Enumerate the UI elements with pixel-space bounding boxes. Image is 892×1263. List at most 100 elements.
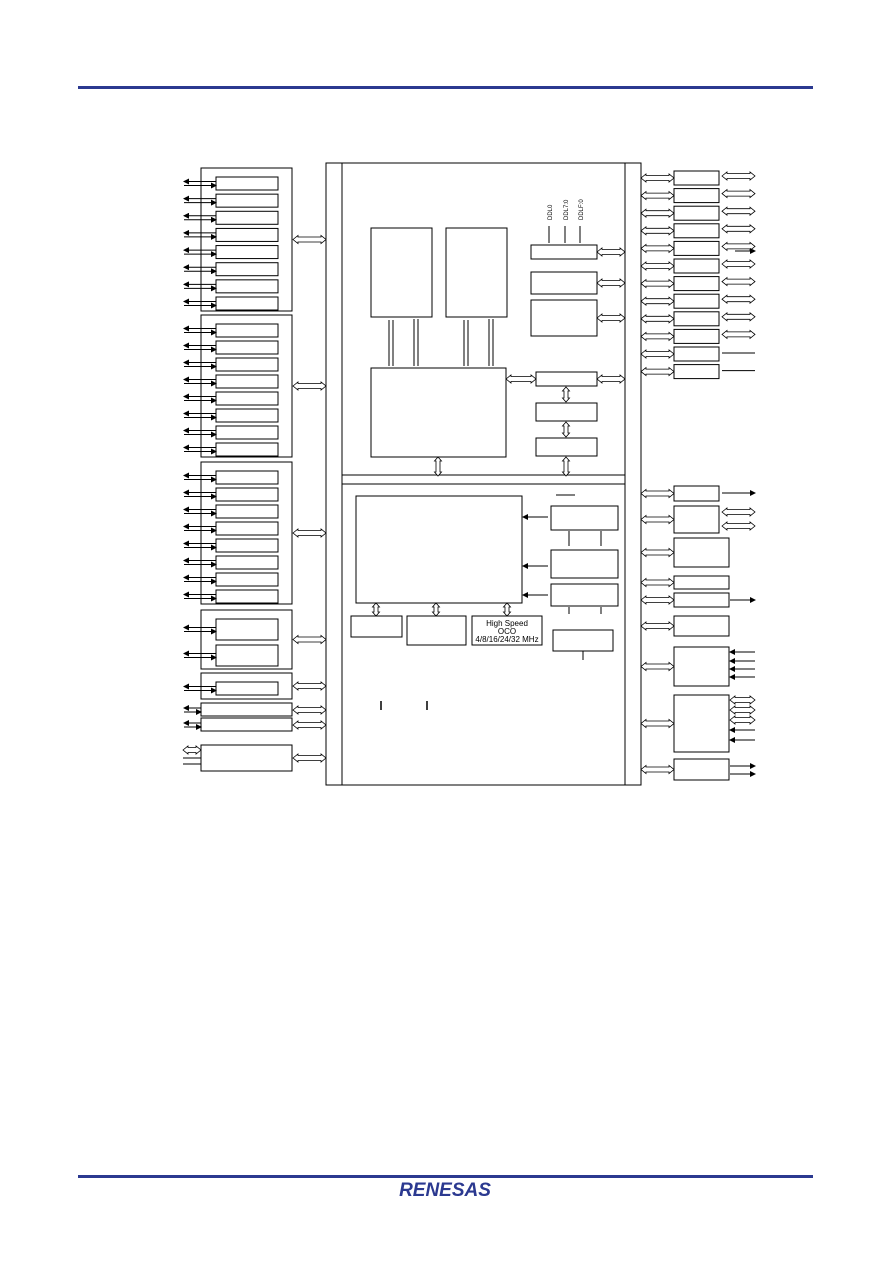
right-port-block-10 <box>673 346 720 362</box>
right-lower-block-8 <box>673 758 730 781</box>
right-port-bus-link-9 <box>640 331 675 342</box>
left-sub-block-1-3 <box>215 374 279 389</box>
left-sub-block-2-7 <box>215 589 279 604</box>
left-peripheral-group-2 <box>200 461 293 605</box>
control-2-bus-link <box>596 278 626 288</box>
left-sub-block-1-5 <box>215 408 279 423</box>
low-speed-oco-block <box>350 615 403 638</box>
right-lower-bus-link-8 <box>640 764 675 775</box>
left-sub-block-0-7 <box>215 296 279 311</box>
left-sub-block-1-7 <box>215 442 279 457</box>
left-bottom-bus-link <box>292 753 327 763</box>
left-sub-block-1-0 <box>215 323 279 338</box>
cpu-bridge-link <box>505 374 537 384</box>
control-block-2 <box>530 271 598 295</box>
right-port-block-0 <box>673 170 720 186</box>
right-port-io-6 <box>721 276 756 287</box>
left-wide-block-0 <box>200 702 293 717</box>
left-wide-bus-link-1 <box>292 720 327 730</box>
right-lower-bus-link-1 <box>640 514 675 525</box>
right-port-block-1 <box>673 188 720 204</box>
right-port-bus-link-8 <box>640 313 675 324</box>
right-port-block-6 <box>673 276 720 292</box>
right-lower-bus-link-4 <box>640 595 675 605</box>
pin-label-2: DDLF:0 <box>579 199 585 220</box>
left-sub-block-4-0 <box>215 681 279 696</box>
port-control-block <box>530 244 598 260</box>
system-lowosc-link <box>371 602 381 617</box>
system-control-block <box>355 495 523 604</box>
port-control-bus-link <box>596 247 626 257</box>
right-port-block-3 <box>673 223 720 239</box>
clock-block-3 <box>550 583 619 607</box>
header-rule <box>78 86 813 89</box>
memory-cpu-links <box>388 319 494 366</box>
bus-bridge-block <box>535 371 598 387</box>
right-port-io-8 <box>721 311 756 322</box>
left-bus-link-3 <box>292 634 327 645</box>
dma-block <box>535 402 598 422</box>
system-mainosc-link <box>431 602 441 617</box>
left-sub-block-0-5 <box>215 262 279 277</box>
right-port-block-11 <box>673 364 720 380</box>
left-sub-block-2-6 <box>215 572 279 587</box>
dtc-bus-link <box>561 456 571 477</box>
high-speed-oco-line3: 4/8/16/24/32 MHz <box>475 635 538 644</box>
control-block-3 <box>530 299 598 337</box>
left-peripheral-group-1 <box>200 314 293 458</box>
bridge-dma-link <box>561 386 571 403</box>
left-bottom-block <box>200 744 293 772</box>
pin-label-1: DDL7:0 <box>564 199 570 220</box>
left-wide-block-1 <box>200 717 293 732</box>
right-port-io-4 <box>721 241 756 252</box>
misc-lines <box>380 494 602 710</box>
left-sub-block-0-2 <box>215 210 279 225</box>
left-sub-block-1-4 <box>215 391 279 406</box>
left-sub-block-3-0 <box>215 618 279 641</box>
left-peripheral-group-3 <box>200 609 293 670</box>
right-port-block-7 <box>673 293 720 309</box>
left-sub-block-1-6 <box>215 425 279 440</box>
right-lower-bus-link-0 <box>640 488 675 499</box>
cpu-memory-region <box>341 162 626 476</box>
left-sub-block-2-1 <box>215 487 279 502</box>
right-lower-io-7-2 <box>729 715 756 725</box>
bridge-bus-link <box>596 374 626 384</box>
left-sub-block-0-0 <box>215 176 279 191</box>
flash-memory-block <box>370 227 433 318</box>
left-sub-block-1-2 <box>215 357 279 372</box>
port-control-pins: DDL0 DDL7:0 DDLF:0 <box>548 199 585 243</box>
footer-rule <box>78 1175 813 1178</box>
right-lower-block-6 <box>673 646 730 687</box>
right-port-io-5 <box>721 259 756 269</box>
generated-diagram-elements <box>182 167 756 781</box>
clock-block-2 <box>550 549 619 579</box>
right-lower-block-5 <box>673 615 730 637</box>
right-lower-block-3 <box>673 575 730 590</box>
right-port-io-3 <box>721 223 756 234</box>
right-port-bus-link-6 <box>640 278 675 289</box>
left-wide-bus-link-0 <box>292 705 327 715</box>
high-speed-oco-line1: High Speed <box>486 619 528 628</box>
right-port-bus-link-0 <box>640 173 675 183</box>
left-peripheral-group-0 <box>200 167 293 312</box>
control-3-bus-link <box>596 313 626 323</box>
right-lower-io-7-0 <box>729 695 756 705</box>
right-lower-block-1 <box>673 505 720 534</box>
right-port-bus-link-4 <box>640 243 675 254</box>
renesas-logo: RENESAS <box>399 1180 491 1201</box>
right-lower-bus-link-6 <box>640 661 675 672</box>
right-lower-block-0 <box>673 485 720 502</box>
ram-memory-block <box>445 227 508 318</box>
peripheral-region <box>341 483 626 786</box>
pin-label-0: DDL0 <box>548 204 554 220</box>
left-bottom-io <box>182 745 202 755</box>
dtc-block <box>535 437 598 457</box>
right-port-io-9 <box>721 329 756 340</box>
right-port-bus-link-1 <box>640 190 675 201</box>
left-sub-block-3-1 <box>215 644 279 667</box>
right-port-bus-link-10 <box>640 349 675 359</box>
clock-source-block <box>552 629 614 652</box>
right-lower-block-4 <box>673 592 730 608</box>
left-sub-block-0-4 <box>215 245 279 260</box>
